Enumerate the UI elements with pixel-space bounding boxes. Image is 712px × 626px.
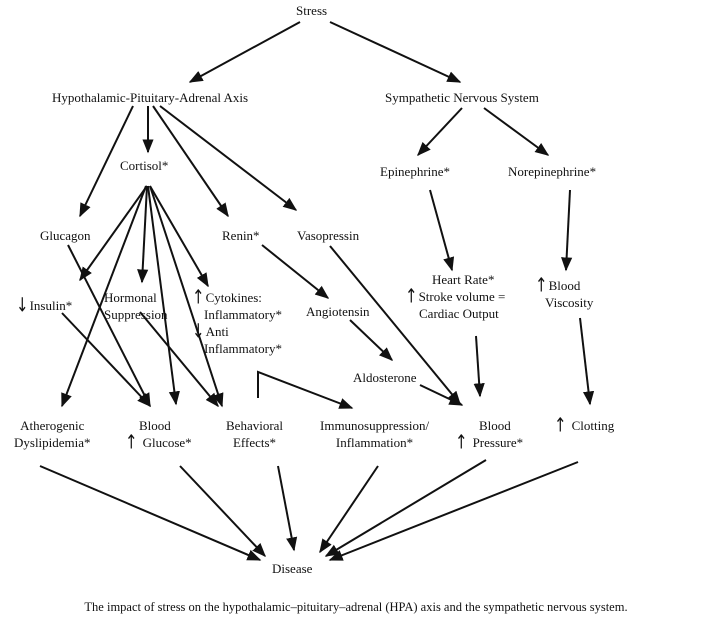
- node-immuno-line2: Inflammation*: [335, 435, 414, 450]
- node-angiotensin: Angiotensin: [306, 304, 370, 319]
- edge-stress-hpa: [188, 21, 301, 83]
- node-dyslipidemia-line1: Atherogenic: [20, 418, 85, 433]
- node-hormonal: Hormonal Suppression: [104, 289, 168, 323]
- node-pressure-line1: Blood: [479, 418, 511, 433]
- node-aldosterone: Aldosterone: [353, 370, 417, 385]
- edge-cortisol-insulin: [79, 185, 148, 282]
- node-immuno: Immunosuppression/ Inflammation*: [320, 417, 429, 451]
- node-clotting: ↑ Clotting: [554, 413, 615, 437]
- node-insulin-label: Insulin*: [29, 298, 73, 313]
- node-disease: Disease: [272, 561, 313, 576]
- up-arrow-icon: ↑: [405, 284, 418, 308]
- node-hormonal-line2: Suppression: [104, 307, 168, 322]
- node-epinephrine: Epinephrine*: [380, 164, 451, 179]
- edge-hpa-renin: [152, 105, 229, 218]
- edge-cortisol-behavioral: [149, 185, 224, 408]
- edge-cortisol-dyslipidemia: [61, 185, 147, 408]
- edge-glucose-disease: [179, 465, 266, 558]
- node-glucose-line1: Blood: [139, 418, 171, 433]
- figure-caption: The impact of stress on the hypothalamic…: [84, 600, 628, 614]
- edge-insulin-glucose: [61, 312, 151, 408]
- up-arrow-icon: ↑: [455, 430, 468, 454]
- edge-clotting-disease: [328, 461, 579, 561]
- node-immuno-line1: Immunosuppression/: [320, 418, 430, 433]
- node-cytokines-line4: Inflammatory*: [204, 341, 282, 356]
- flow-diagram: [39, 21, 595, 561]
- edge-norepinephrine-viscosity: [561, 189, 573, 272]
- node-pressure-line2: Pressure*: [472, 435, 524, 450]
- node-glucose-line2: Glucose*: [142, 435, 192, 450]
- edge-cortisol-cytokines: [149, 185, 209, 288]
- up-arrow-icon: ↑: [125, 430, 138, 454]
- node-cytokines: ↑Cytokines: Inflammatory* ↓Anti Inflamma…: [192, 285, 282, 357]
- node-sns: Sympathetic Nervous System: [385, 90, 539, 105]
- node-pressure: Blood ↑ Pressure*: [455, 417, 524, 454]
- node-behavioral-line2: Effects*: [232, 435, 277, 450]
- edge-dyslipidemia-disease: [39, 465, 262, 561]
- node-norepinephrine: Norepinephrine*: [508, 164, 597, 179]
- edge-sns-epinephrine: [417, 107, 463, 157]
- edge-viscosity-clotting: [579, 317, 595, 406]
- node-dyslipidemia: Atherogenic Dyslipidemia*: [14, 417, 91, 451]
- node-clotting-label: Clotting: [571, 418, 615, 433]
- edge-cortisol-hormonal: [137, 185, 149, 284]
- edge-vasopressin-pressure: [329, 245, 461, 406]
- node-behavioral: Behavioral Effects*: [226, 417, 283, 451]
- edge-hpa-vasopressin: [159, 105, 298, 211]
- edge-cytokines-split: [257, 370, 354, 409]
- node-cardiac: Heart Rate* ↑Stroke volume = Cardiac Out…: [405, 271, 505, 322]
- node-glucagon: Glucagon: [40, 228, 91, 243]
- edge-behavioral-disease: [277, 465, 298, 552]
- up-arrow-icon: ↑: [535, 273, 548, 297]
- node-dyslipidemia-line2: Dyslipidemia*: [14, 435, 91, 450]
- edge-stress-sns: [329, 21, 462, 83]
- node-cortisol: Cortisol*: [120, 158, 169, 173]
- node-behavioral-line1: Behavioral: [226, 418, 284, 433]
- up-arrow-icon: ↑: [192, 285, 205, 309]
- up-arrow-icon: ↑: [554, 413, 567, 437]
- node-insulin: ↓Insulin*: [16, 293, 73, 317]
- edge-renin-angiotensin: [261, 244, 330, 299]
- node-cytokines-line1: Cytokines:: [205, 290, 262, 305]
- node-renin: Renin*: [222, 228, 260, 243]
- node-cardiac-line3: Cardiac Output: [419, 306, 499, 321]
- edge-hpa-glucagon: [79, 105, 134, 218]
- edge-pressure-disease: [324, 459, 487, 557]
- edge-cardiac-pressure: [473, 335, 485, 398]
- node-viscosity: ↑Blood Viscosity: [535, 273, 594, 311]
- edge-angiotensin-aldosterone: [349, 319, 394, 361]
- node-hormonal-line1: Hormonal: [104, 290, 157, 305]
- node-viscosity-line1: Blood: [548, 278, 581, 293]
- node-viscosity-line2: Viscosity: [545, 295, 594, 310]
- edge-sns-norepinephrine: [483, 107, 550, 156]
- node-vasopressin: Vasopressin: [297, 228, 360, 243]
- node-hpa: Hypothalamic-Pituitary-Adrenal Axis: [52, 90, 249, 105]
- edge-hormonal-behavioral: [139, 311, 219, 408]
- node-glucose: Blood ↑ Glucose*: [125, 417, 192, 454]
- edge-epinephrine-cardiac: [429, 189, 455, 272]
- edge-cortisol-glucose: [147, 185, 180, 406]
- node-cardiac-line1: Heart Rate*: [432, 272, 495, 287]
- node-cardiac-line2: Stroke volume =: [418, 289, 506, 304]
- down-arrow-icon: ↓: [16, 293, 29, 317]
- node-cytokines-line2: Inflammatory*: [204, 307, 282, 322]
- down-arrow-icon: ↓: [192, 319, 205, 343]
- edge-aldosterone-pressure: [419, 384, 464, 406]
- edge-immuno-disease: [319, 465, 379, 554]
- node-stress: Stress: [296, 3, 328, 18]
- node-cytokines-line3: Anti: [205, 324, 229, 339]
- edge-glucagon-glucose: [67, 244, 151, 408]
